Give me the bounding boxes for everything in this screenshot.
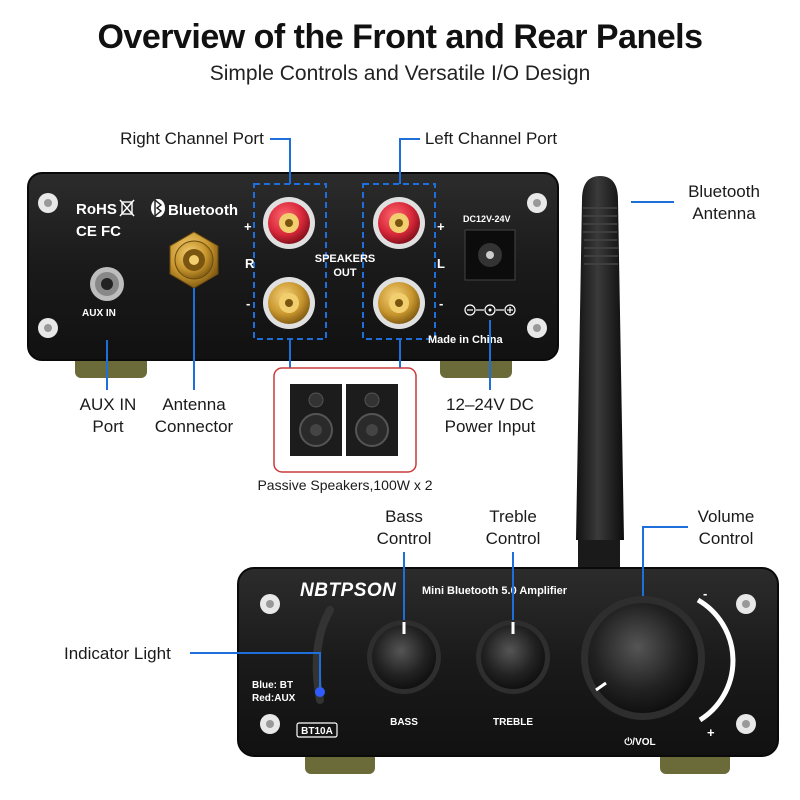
treble-line2: Control bbox=[485, 529, 541, 549]
bluetooth-label: Bluetooth bbox=[168, 202, 238, 219]
left-minus-label: - bbox=[439, 296, 443, 311]
made-in-label: Made in China bbox=[428, 334, 503, 346]
ce-fc-label: CE FC bbox=[76, 223, 121, 240]
r-label: R bbox=[245, 256, 255, 271]
weee-bin-icon bbox=[119, 199, 135, 217]
left-plus-label: + bbox=[437, 219, 445, 234]
antenna-icon bbox=[576, 176, 624, 580]
right-minus-label: - bbox=[246, 296, 250, 311]
rear-panel-body bbox=[27, 172, 559, 361]
screw-icon bbox=[260, 594, 756, 734]
vol-minus-label: - bbox=[703, 586, 707, 601]
volume-knob[interactable] bbox=[581, 596, 736, 723]
treble-line1: Treble bbox=[489, 507, 537, 526]
right-plus-label: + bbox=[244, 219, 252, 234]
bass-callout: Bass Control bbox=[364, 506, 444, 550]
vol-plus-label: + bbox=[707, 725, 715, 740]
dc-jack-icon bbox=[464, 229, 516, 281]
polarity-icon bbox=[464, 304, 516, 316]
out-label: OUT bbox=[333, 267, 357, 279]
model-description: Mini Bluetooth 5.0 Amplifier bbox=[422, 585, 568, 597]
page-subtitle: Simple Controls and Versatile I/O Design bbox=[209, 62, 591, 85]
front-callout-lines bbox=[190, 526, 688, 688]
volume-callout: Volume Control bbox=[684, 506, 768, 550]
speaker-icon bbox=[290, 384, 398, 456]
binding-post-left-plus bbox=[373, 197, 425, 249]
bt-antenna-line2: Antenna bbox=[692, 204, 756, 224]
aux-callout: AUX IN Port bbox=[60, 394, 156, 438]
right-channel-callout: Right Channel Port bbox=[120, 129, 264, 148]
aux-line2: Port bbox=[92, 417, 124, 437]
antenna-conn-line2: Connector bbox=[154, 417, 234, 437]
model-badge bbox=[296, 722, 338, 738]
indicator-callout: Indicator Light bbox=[64, 644, 171, 663]
bass-label: BASS bbox=[390, 717, 418, 728]
bluetooth-icon bbox=[151, 199, 165, 217]
speakers-caption: Passive Speakers,100W x 2 bbox=[257, 477, 433, 493]
brand-logo: NBTPSON bbox=[300, 580, 397, 601]
left-channel-callout: Left Channel Port bbox=[424, 129, 558, 148]
dc-label: DC12V-24V bbox=[463, 214, 511, 224]
treble-callout: Treble Control bbox=[472, 506, 554, 550]
indicator-led-icon bbox=[315, 687, 325, 697]
bass-line2: Control bbox=[376, 529, 432, 549]
antenna-connector-callout: Antenna Connector bbox=[142, 394, 246, 438]
treble-knob[interactable] bbox=[476, 620, 550, 694]
model-label: BT10A bbox=[301, 726, 333, 737]
volume-line1: Volume bbox=[697, 507, 755, 526]
page-title: Overview of the Front and Rear Panels bbox=[97, 18, 703, 56]
bass-knob[interactable] bbox=[367, 620, 441, 694]
aux-in-label: AUX IN bbox=[82, 308, 116, 319]
blue-bt-label: Blue: BT bbox=[252, 680, 293, 691]
l-label: L bbox=[437, 256, 445, 271]
aux-line1: AUX IN bbox=[79, 395, 137, 414]
treble-label: TREBLE bbox=[493, 717, 533, 728]
rear-panel: RoHS CE FC Bluetooth AUX IN bbox=[27, 172, 559, 378]
volume-line2: Control bbox=[698, 529, 754, 549]
vol-label: ⏻/VOL bbox=[624, 736, 655, 748]
front-panel: NBTPSON Mini Bluetooth 5.0 Amplifier Blu… bbox=[237, 567, 779, 774]
rohs-label: RoHS bbox=[76, 201, 117, 218]
antenna-conn-line1: Antenna bbox=[162, 395, 226, 414]
aux-jack-icon bbox=[90, 267, 124, 301]
red-aux-label: Red:AUX bbox=[252, 693, 296, 704]
dc-input-callout: 12–24V DC Power Input bbox=[430, 394, 550, 438]
bt-antenna-line1: Bluetooth bbox=[688, 182, 760, 201]
binding-post-right-minus bbox=[263, 277, 315, 329]
bass-line1: Bass bbox=[385, 507, 423, 526]
speakers-label: SPEAKERS bbox=[315, 253, 376, 265]
rear-callout-lines bbox=[106, 138, 674, 390]
antenna-connector-icon bbox=[169, 231, 219, 289]
dc-line1: 12–24V DC bbox=[446, 395, 534, 414]
screw-icon bbox=[38, 193, 547, 338]
volume-arc bbox=[696, 597, 736, 723]
dc-line2: Power Input bbox=[444, 417, 536, 437]
binding-post-right-plus bbox=[263, 197, 315, 249]
binding-post-left-minus bbox=[373, 277, 425, 329]
bt-antenna-callout: Bluetooth Antenna bbox=[680, 181, 768, 225]
